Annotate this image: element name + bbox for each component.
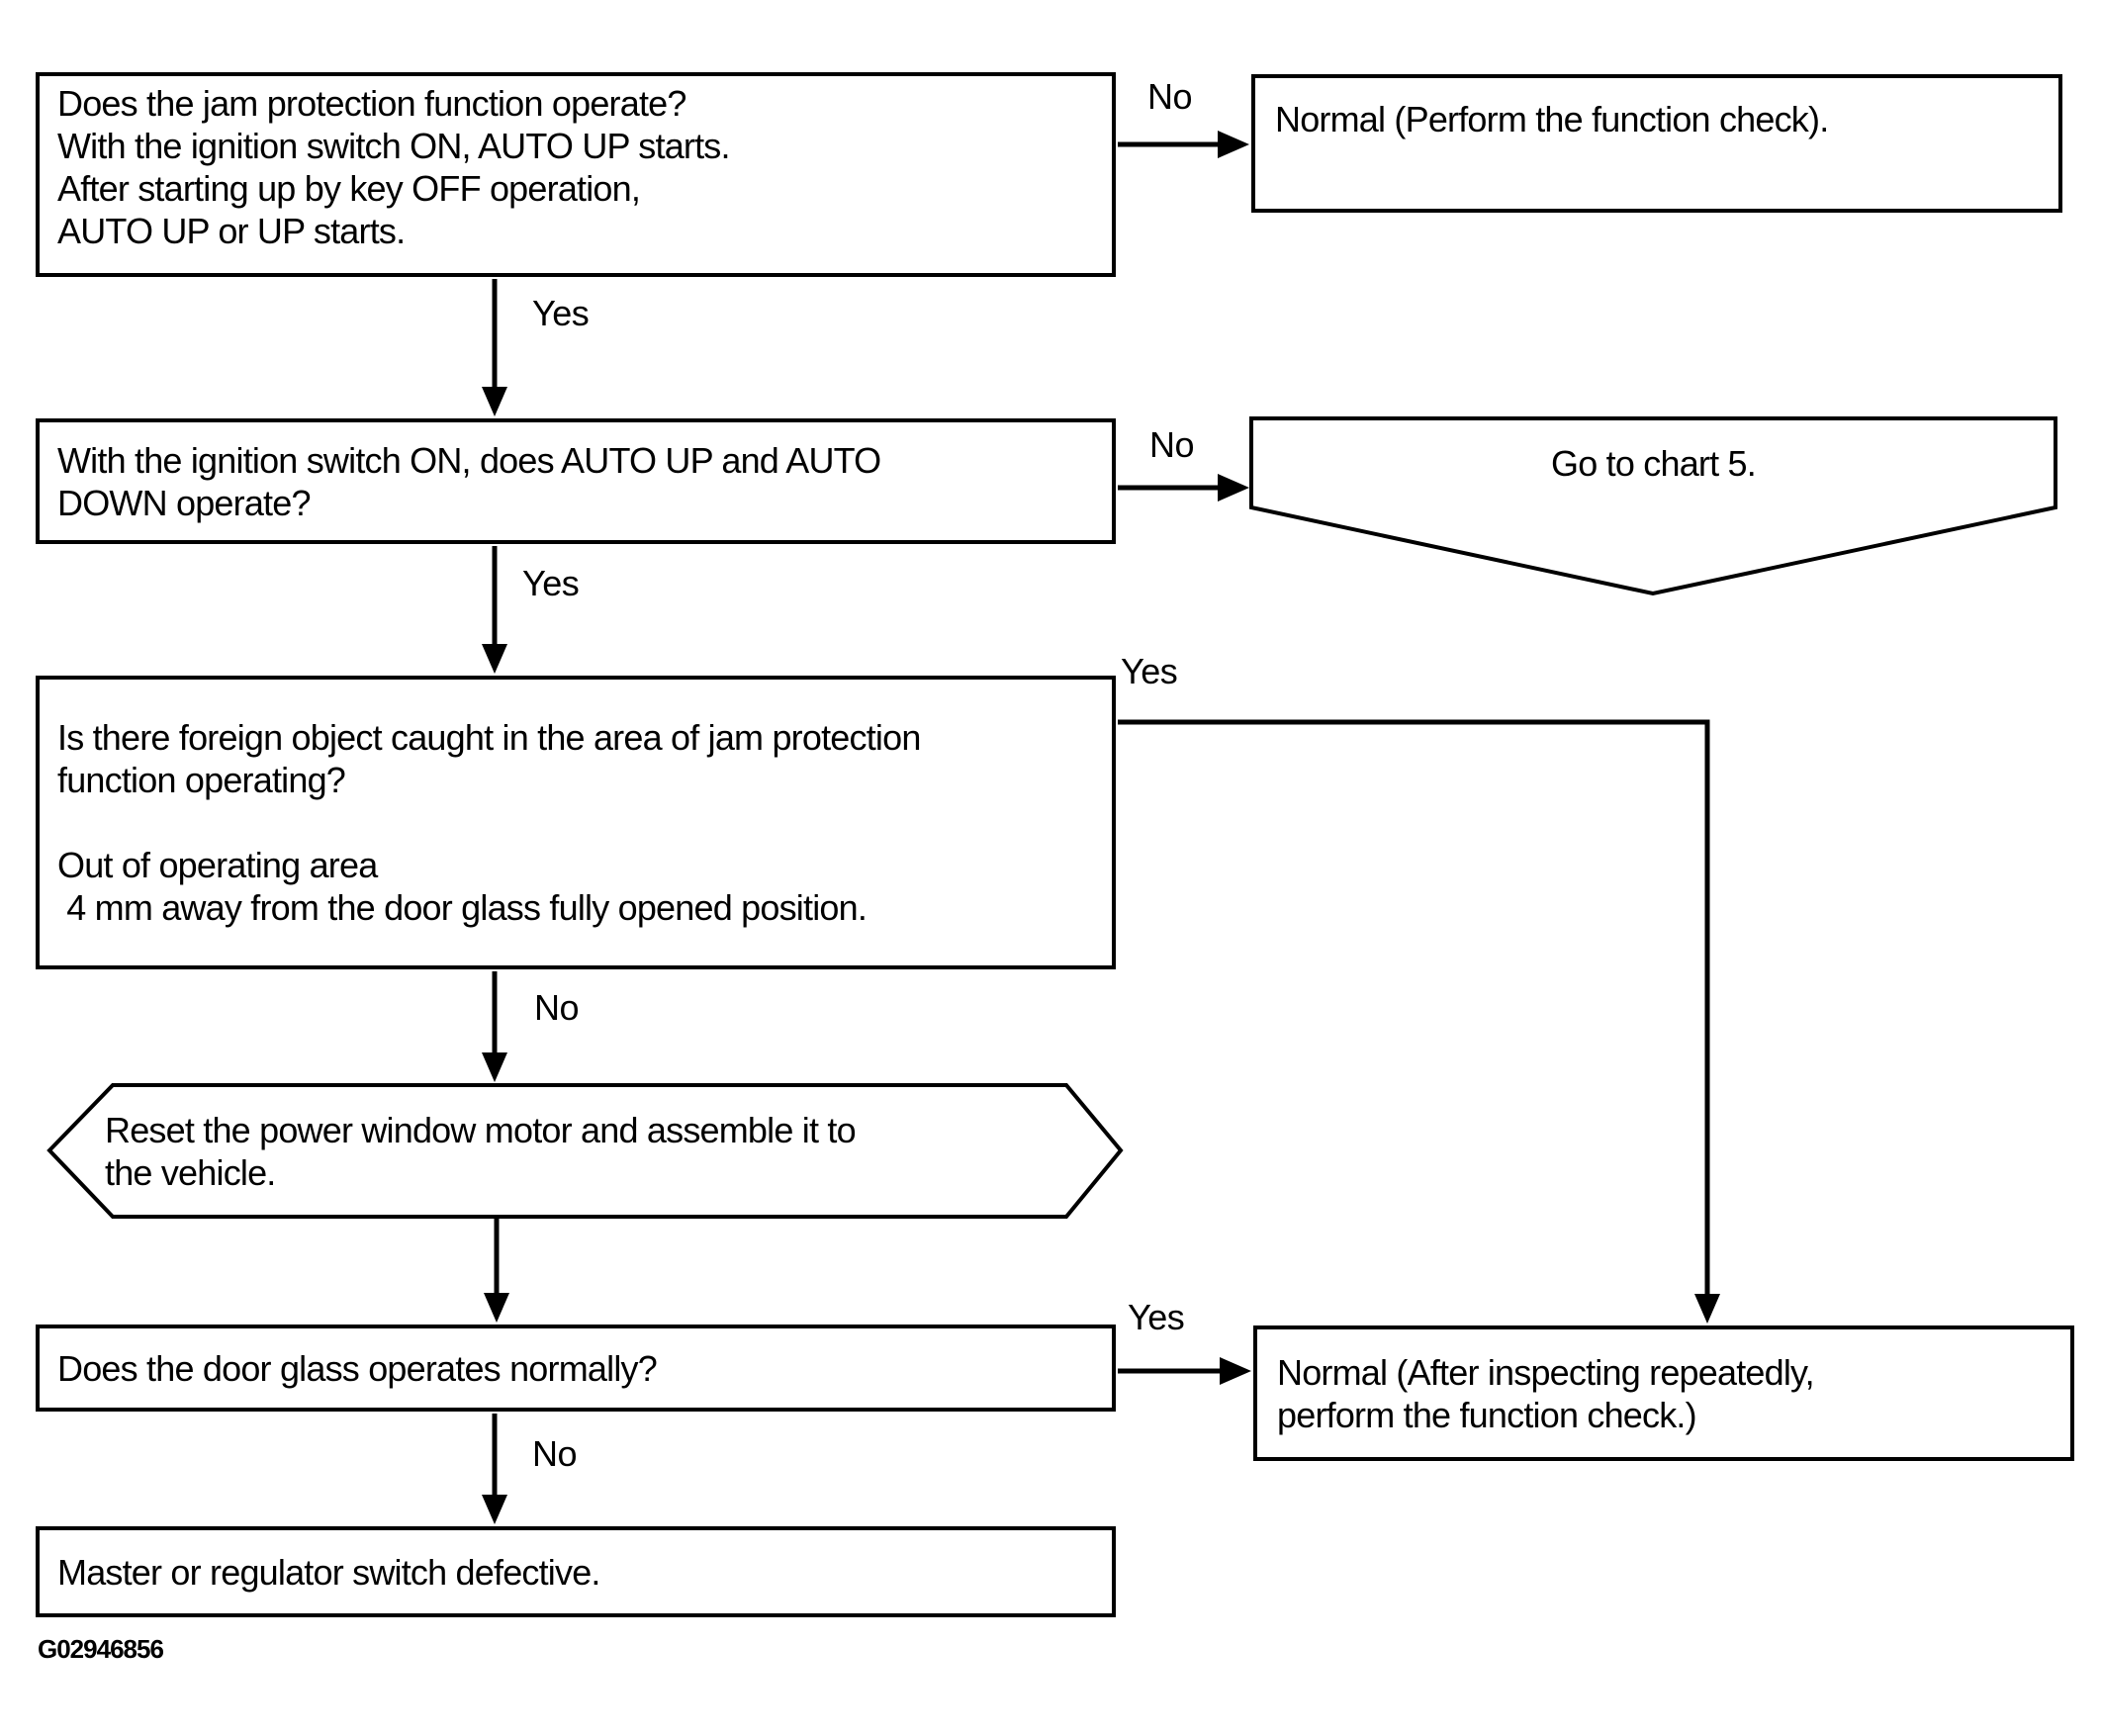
- arrowhead-reset-to-q4: [484, 1293, 509, 1323]
- branch-label-q4-no: No: [532, 1433, 578, 1474]
- preparation-hexagon-reset-shape: [46, 1083, 1124, 1219]
- offpage-connector-chart5-text: Go to chart 5.: [1551, 442, 1757, 484]
- branch-label-q1-yes: Yes: [532, 293, 590, 333]
- arrow-q3-yes: [1118, 719, 1710, 1296]
- branch-label-q2-no: No: [1149, 424, 1195, 465]
- result-node-switch-defective-text: Master or regulator switch defective.: [57, 1551, 600, 1593]
- arrowhead-q4-no: [482, 1495, 507, 1524]
- branch-label-q3-no: No: [534, 987, 580, 1028]
- figure-id-text: G02946856: [38, 1634, 164, 1664]
- question-node-foreign-object: Is there foreign object caught in the ar…: [36, 676, 1116, 969]
- branch-label-q1-no: No: [1147, 76, 1193, 117]
- question-node-foreign-object-text: Is there foreign object caught in the ar…: [57, 717, 921, 928]
- preparation-hexagon-reset-text: Reset the power window motor and assembl…: [105, 1109, 857, 1193]
- arrowhead-q4-yes: [1220, 1357, 1251, 1385]
- result-node-switch-defective: Master or regulator switch defective.: [36, 1526, 1116, 1617]
- arrowhead-q1-yes: [482, 387, 507, 416]
- question-node-jam-protection-operate-text: Does the jam protection function operate…: [57, 83, 731, 251]
- result-node-normal-function-check: Normal (Perform the function check).: [1251, 74, 2062, 213]
- question-node-door-glass-normal-text: Does the door glass operates normally?: [57, 1347, 658, 1389]
- question-node-jam-protection-operate: Does the jam protection function operate…: [36, 72, 1116, 277]
- result-node-normal-after-inspecting: Normal (After inspecting repeatedly, per…: [1253, 1325, 2074, 1461]
- arrowhead-q2-yes: [482, 644, 507, 674]
- branch-label-q4-yes: Yes: [1128, 1297, 1185, 1337]
- question-node-auto-up-down-operate-text: With the ignition switch ON, does AUTO U…: [57, 439, 881, 523]
- offpage-connector-chart5-shape: [1249, 416, 2057, 596]
- branch-label-q2-yes: Yes: [522, 563, 580, 603]
- arrowhead-q1-no: [1218, 131, 1249, 158]
- result-node-normal-after-inspecting-text: Normal (After inspecting repeatedly, per…: [1277, 1351, 1815, 1435]
- arrowhead-q2-no: [1218, 474, 1249, 502]
- result-node-normal-function-check-text: Normal (Perform the function check).: [1275, 99, 1829, 139]
- branch-label-q3-yes: Yes: [1121, 651, 1178, 691]
- arrowhead-q3-yes: [1694, 1294, 1720, 1324]
- question-node-door-glass-normal: Does the door glass operates normally?: [36, 1325, 1116, 1412]
- arrowhead-q3-no: [482, 1052, 507, 1082]
- question-node-auto-up-down-operate: With the ignition switch ON, does AUTO U…: [36, 418, 1116, 544]
